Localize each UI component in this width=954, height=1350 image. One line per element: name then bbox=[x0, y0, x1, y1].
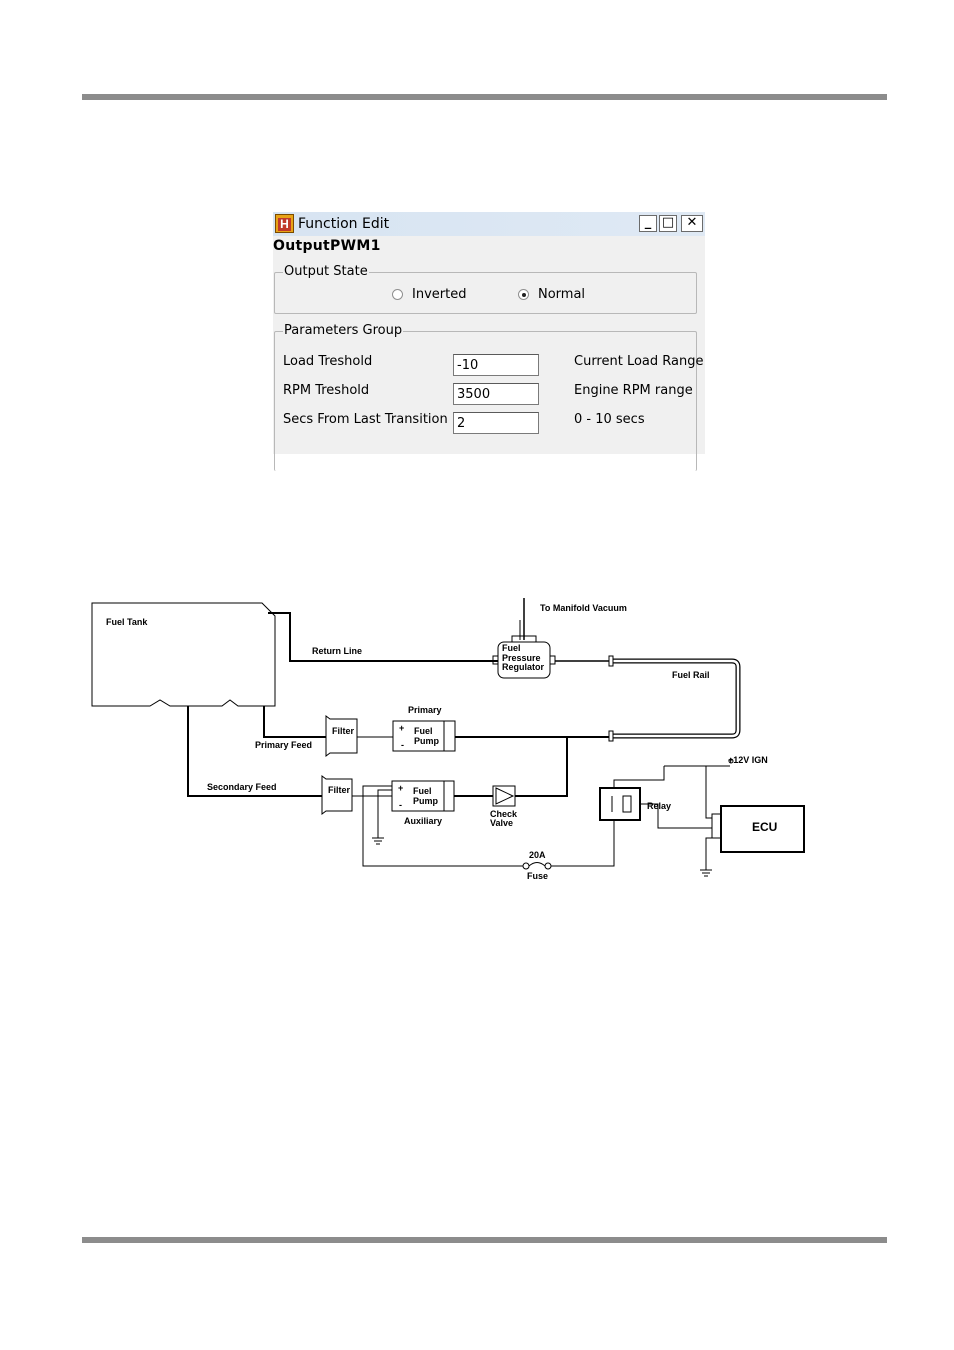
primary-feed-label: Primary Feed bbox=[255, 740, 312, 750]
parameters-group: Parameters Group Load Treshold Current L… bbox=[274, 323, 703, 471]
fpr-port-left bbox=[492, 655, 499, 665]
radio-selected-dot bbox=[522, 293, 526, 297]
aux-pump-label-1: Fuel bbox=[413, 786, 432, 796]
fuel-tank-label: Fuel Tank bbox=[106, 617, 148, 627]
fuse-label: Fuse bbox=[527, 871, 548, 881]
secondary-filter bbox=[321, 775, 353, 815]
fpr-label-2: Pressure bbox=[502, 653, 541, 663]
secs-transition-input[interactable] bbox=[453, 412, 539, 434]
output-state-label: Output State bbox=[283, 264, 369, 279]
fuse-to-relay-wire bbox=[551, 820, 615, 867]
bottom-rule bbox=[82, 1237, 887, 1243]
ign-terminal bbox=[728, 758, 734, 764]
check-valve-label-2: Valve bbox=[490, 818, 513, 828]
minimize-button[interactable]: _ bbox=[639, 215, 657, 232]
ecu-ground-wire bbox=[705, 837, 712, 870]
rail-fitting-bottom bbox=[608, 730, 614, 742]
check-valve-arrow bbox=[495, 787, 515, 805]
title-bar[interactable]: H Function Edit _ □ ✕ bbox=[273, 212, 705, 236]
fuse-terminal-left bbox=[522, 862, 530, 870]
relay-label: Relay bbox=[647, 801, 671, 811]
radio-circle-inverted[interactable] bbox=[392, 289, 403, 300]
maximize-button[interactable]: □ bbox=[659, 215, 677, 232]
function-name: OutputPWM1 bbox=[273, 238, 381, 254]
fuel-rail-inner bbox=[612, 659, 740, 738]
primary-label: Primary bbox=[408, 705, 442, 715]
check-valve-label-1: Check bbox=[490, 809, 518, 819]
secs-transition-range: 0 - 10 secs bbox=[574, 412, 645, 427]
primary-pump-label-1: Fuel bbox=[414, 726, 433, 736]
primary-pump-plus: + bbox=[399, 723, 404, 733]
auxiliary-label: Auxiliary bbox=[404, 816, 442, 826]
aux-pump-minus: - bbox=[399, 800, 402, 810]
return-line-label: Return Line bbox=[312, 646, 362, 656]
fuse-element bbox=[528, 862, 546, 867]
to-manifold-vacuum-label: To Manifold Vacuum bbox=[540, 603, 627, 613]
ecu-box bbox=[720, 805, 805, 853]
load-treshold-range: Current Load Range bbox=[574, 354, 704, 369]
app-icon: H bbox=[275, 214, 294, 233]
primary-pump-label-2: Pump bbox=[414, 736, 440, 746]
radio-inverted-label[interactable]: Inverted bbox=[412, 287, 467, 302]
ign-to-ecu-wire bbox=[705, 766, 712, 819]
secs-transition-label: Secs From Last Transition bbox=[283, 412, 448, 427]
fuse-rating-label: 20A bbox=[529, 850, 546, 860]
rpm-treshold-label: RPM Treshold bbox=[283, 383, 370, 398]
fpr-label-1: Fuel bbox=[502, 643, 521, 653]
primary-pump-minus: - bbox=[401, 740, 404, 750]
aux-pump-feed-wire bbox=[362, 785, 523, 867]
function-edit-dialog: H Function Edit _ □ ✕ OutputPWM1 Output … bbox=[273, 212, 705, 471]
radio-circle-normal[interactable] bbox=[518, 289, 529, 300]
fpr-label-3: Regulator bbox=[502, 662, 545, 672]
primary-filter-label: Filter bbox=[332, 726, 355, 736]
secondary-filter-label: Filter bbox=[328, 785, 351, 795]
relay-coil bbox=[622, 795, 632, 813]
primary-feed-line bbox=[263, 706, 326, 738]
fuse-terminal-right bbox=[544, 862, 552, 870]
relay-ecu-wire bbox=[640, 803, 712, 829]
rpm-treshold-input[interactable] bbox=[453, 383, 539, 405]
rail-fitting-top bbox=[608, 655, 614, 667]
aux-pump-plus: + bbox=[398, 783, 403, 793]
close-button[interactable]: ✕ bbox=[681, 215, 703, 232]
return-line bbox=[268, 612, 498, 662]
fuel-rail-label: Fuel Rail bbox=[672, 670, 710, 680]
check-valve-to-rail bbox=[515, 737, 568, 797]
fpr-port-right bbox=[549, 655, 556, 665]
ign-label: +12V IGN bbox=[728, 755, 768, 765]
load-treshold-input[interactable] bbox=[453, 354, 539, 376]
secondary-feed-line bbox=[187, 706, 322, 797]
ecu-label: ECU bbox=[752, 820, 777, 834]
parameters-group-label: Parameters Group bbox=[283, 323, 404, 338]
aux-pump-ground-wire bbox=[377, 789, 392, 838]
output-state-group: Output State Inverted Normal bbox=[274, 264, 697, 314]
top-rule bbox=[82, 94, 887, 100]
radio-normal-label[interactable]: Normal bbox=[538, 287, 586, 302]
load-treshold-label: Load Treshold bbox=[283, 354, 373, 369]
rpm-treshold-range: Engine RPM range bbox=[574, 383, 693, 398]
relay-power-wire bbox=[613, 766, 665, 788]
primary-filter bbox=[325, 715, 358, 757]
relay-box bbox=[599, 787, 641, 821]
window-title: Function Edit bbox=[298, 216, 390, 232]
ecu-connector bbox=[711, 813, 722, 839]
aux-pump-label-2: Pump bbox=[413, 796, 439, 806]
fpr-top-port bbox=[511, 635, 537, 643]
secondary-feed-label: Secondary Feed bbox=[207, 782, 277, 792]
